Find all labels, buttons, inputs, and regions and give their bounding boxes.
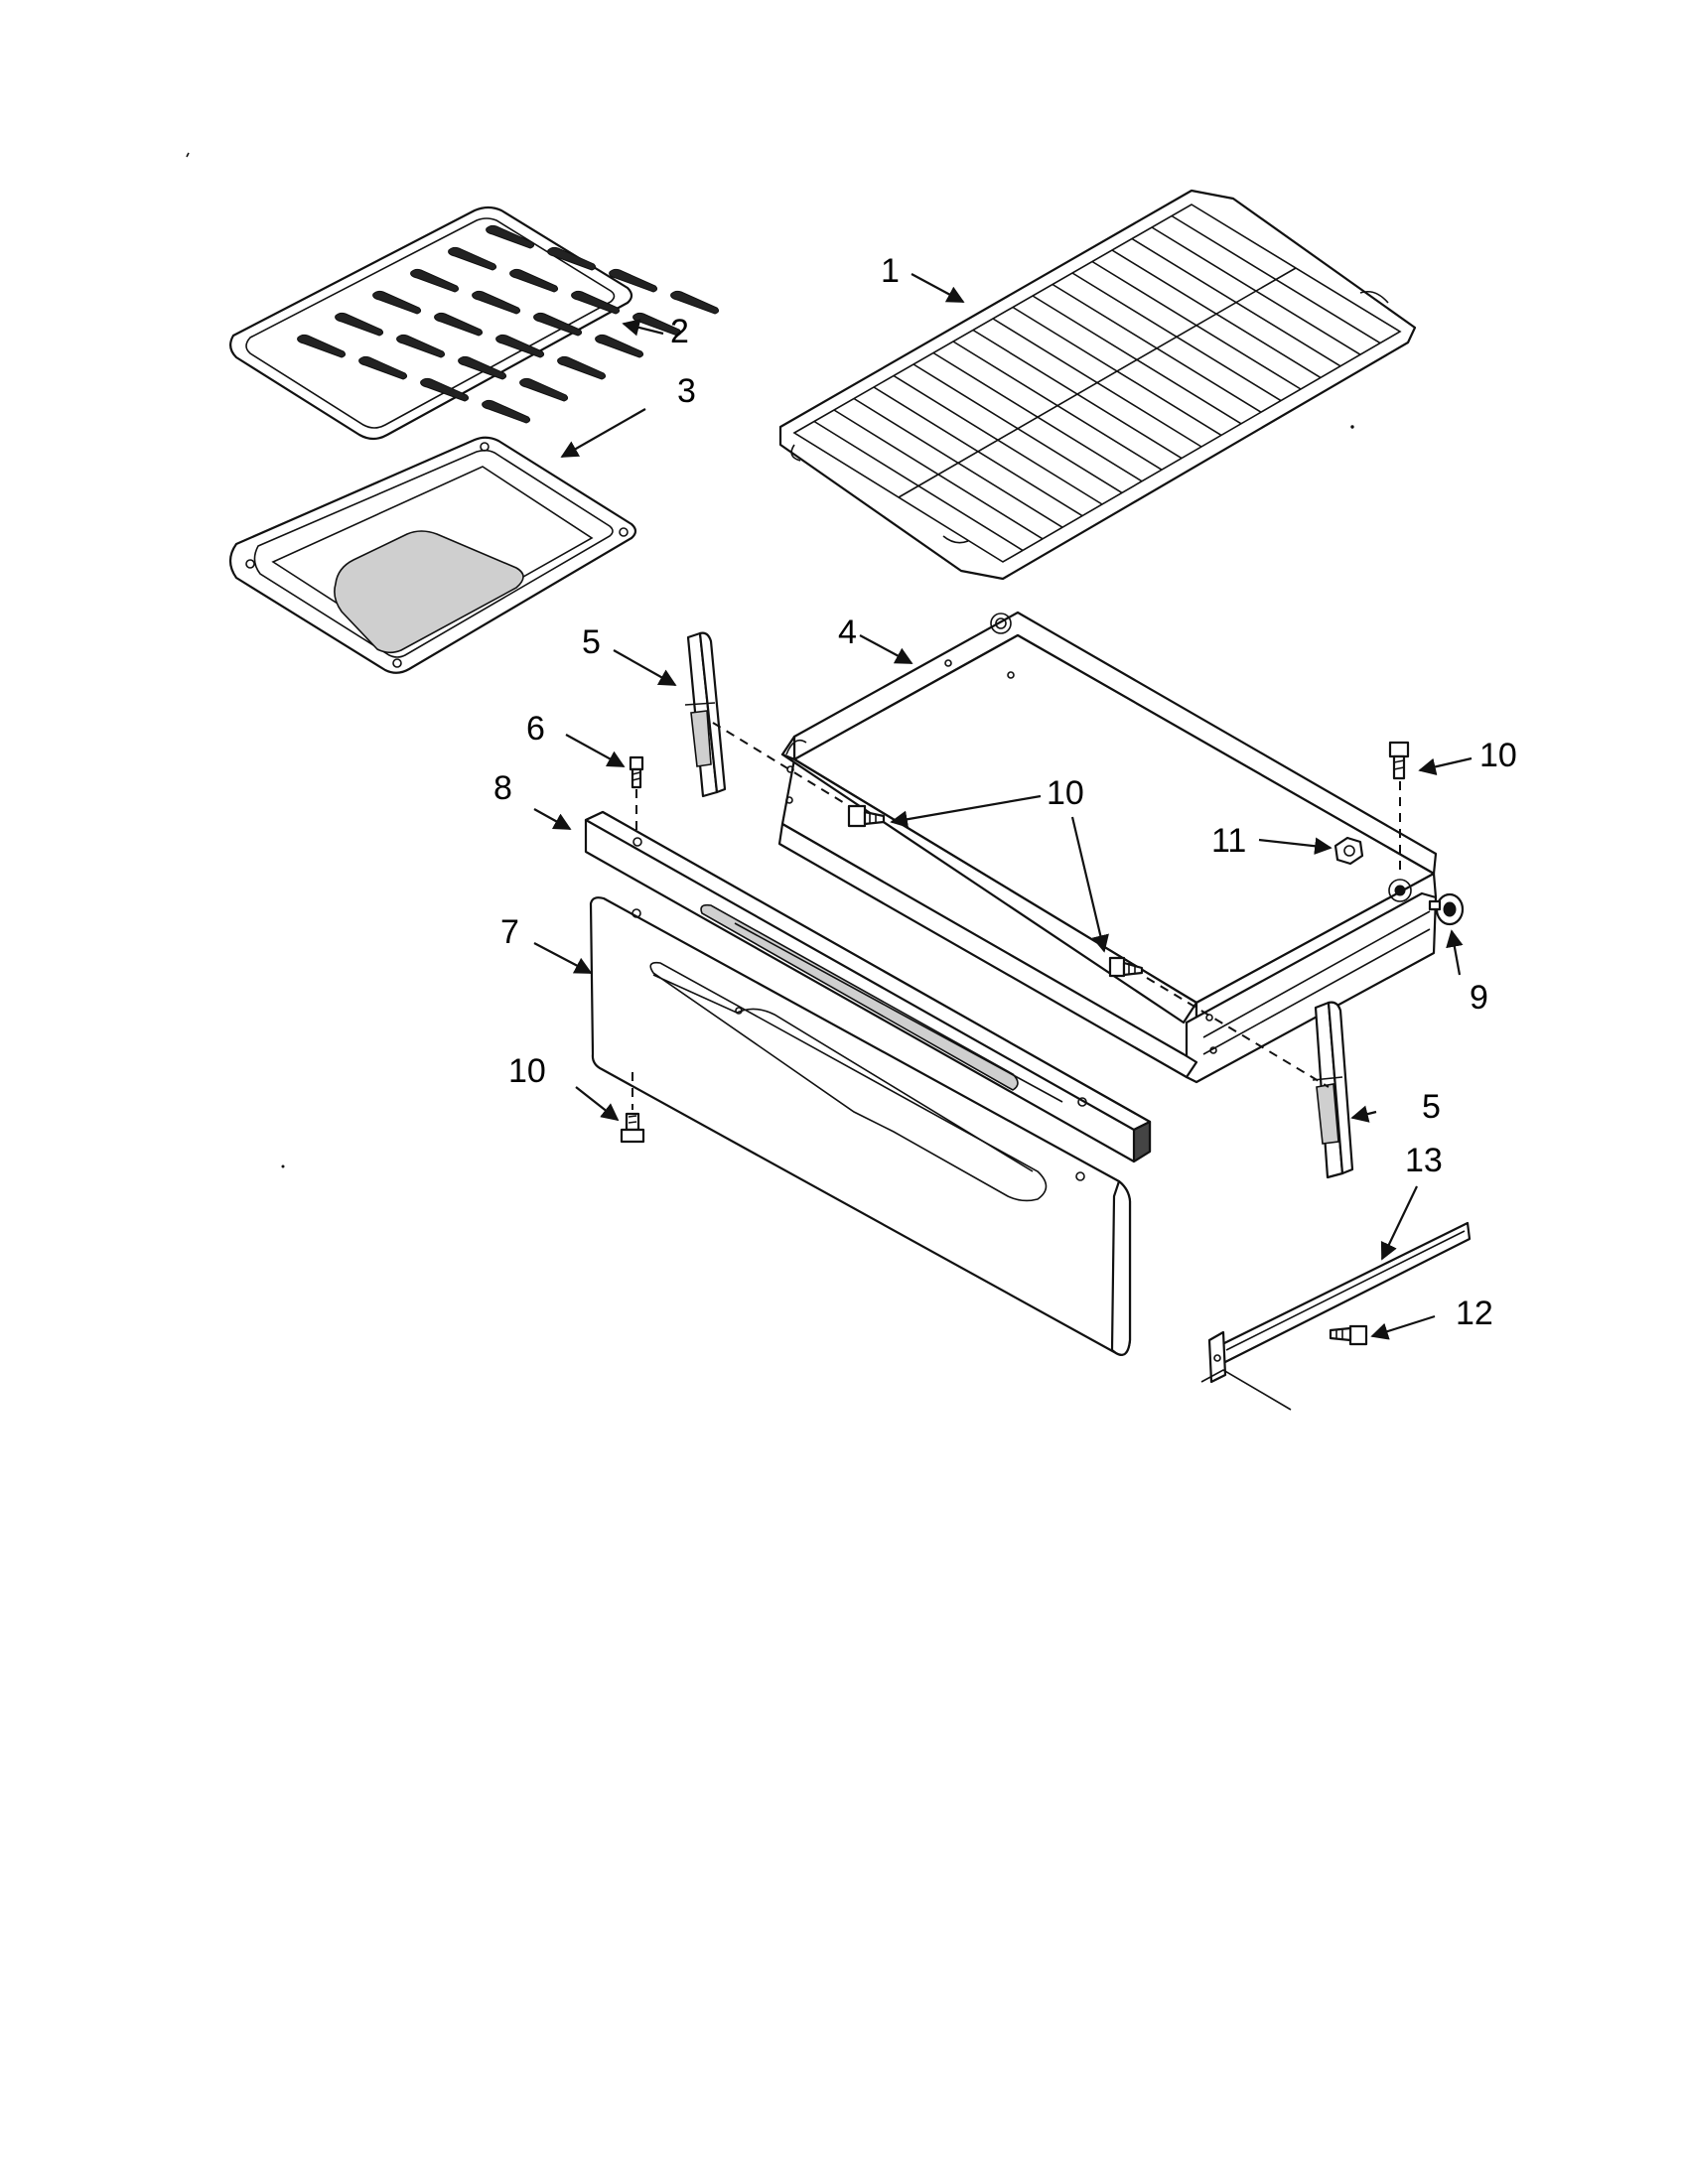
- drawer-rail: [1200, 1221, 1472, 1411]
- oven-rack: [778, 189, 1417, 581]
- grid-slot: [396, 334, 446, 358]
- broiler-grid: [229, 205, 720, 441]
- leader-arrows: [533, 273, 1473, 1340]
- grid-slot: [410, 268, 460, 293]
- drawer-body: [777, 611, 1438, 1084]
- nut: [1333, 836, 1364, 866]
- grid-slot: [420, 377, 470, 402]
- screw: [629, 755, 644, 834]
- grid-slot: [495, 334, 545, 358]
- roller-wheel: [1428, 892, 1465, 926]
- grid-slot: [533, 312, 583, 337]
- callout-4: 4: [838, 614, 857, 651]
- grid-slot: [609, 268, 658, 293]
- grid-slot: [595, 334, 644, 358]
- grid-slot: [482, 399, 531, 424]
- grid-slot: [372, 290, 422, 315]
- grid-slot: [486, 224, 535, 249]
- grid-slot: [448, 246, 497, 271]
- grid-slot: [547, 246, 597, 271]
- callout-13: 13: [1405, 1142, 1443, 1179]
- grid-slot: [297, 334, 347, 358]
- callout-labels: 1 2 3 4 5 5 6 7 8 9 10 10 10 10 11 12 13: [493, 252, 1517, 1332]
- drawer-slide: [684, 631, 727, 798]
- grid-slot: [670, 290, 720, 315]
- screw: [620, 1072, 645, 1144]
- screw: [1388, 741, 1410, 780]
- grid-slot: [571, 290, 621, 315]
- callout-10-bottom: 10: [508, 1052, 546, 1090]
- callout-5-upper: 5: [582, 623, 601, 661]
- callout-1: 1: [881, 252, 900, 290]
- drawer-slide: [1312, 1001, 1354, 1179]
- callout-9: 9: [1470, 979, 1488, 1017]
- grid-slot: [358, 355, 408, 380]
- callout-10-right: 10: [1479, 737, 1517, 774]
- callout-7: 7: [500, 913, 519, 951]
- grid-slot: [335, 312, 384, 337]
- callout-6: 6: [526, 710, 545, 748]
- grid-slot: [434, 312, 484, 337]
- grid-slot: [458, 355, 507, 380]
- grid-slot: [557, 355, 607, 380]
- rack-center-wire: [898, 267, 1297, 498]
- callout-3: 3: [677, 372, 696, 410]
- callout-10-mid: 10: [1047, 774, 1084, 812]
- callout-8: 8: [493, 769, 512, 807]
- callout-11: 11: [1211, 822, 1246, 860]
- grid-slot: [472, 290, 521, 315]
- grid-slot: [509, 268, 559, 293]
- drawer-front-frame: [584, 810, 1152, 1163]
- screw: [1329, 1324, 1368, 1346]
- drawer-front-panel: [589, 896, 1132, 1356]
- grid-slot: [519, 377, 569, 402]
- callout-12: 12: [1456, 1295, 1493, 1332]
- screw: [847, 804, 886, 828]
- callout-5-lower: 5: [1422, 1088, 1441, 1126]
- screw: [1108, 956, 1144, 978]
- callout-2: 2: [670, 313, 689, 350]
- broiler-pan: [228, 436, 637, 674]
